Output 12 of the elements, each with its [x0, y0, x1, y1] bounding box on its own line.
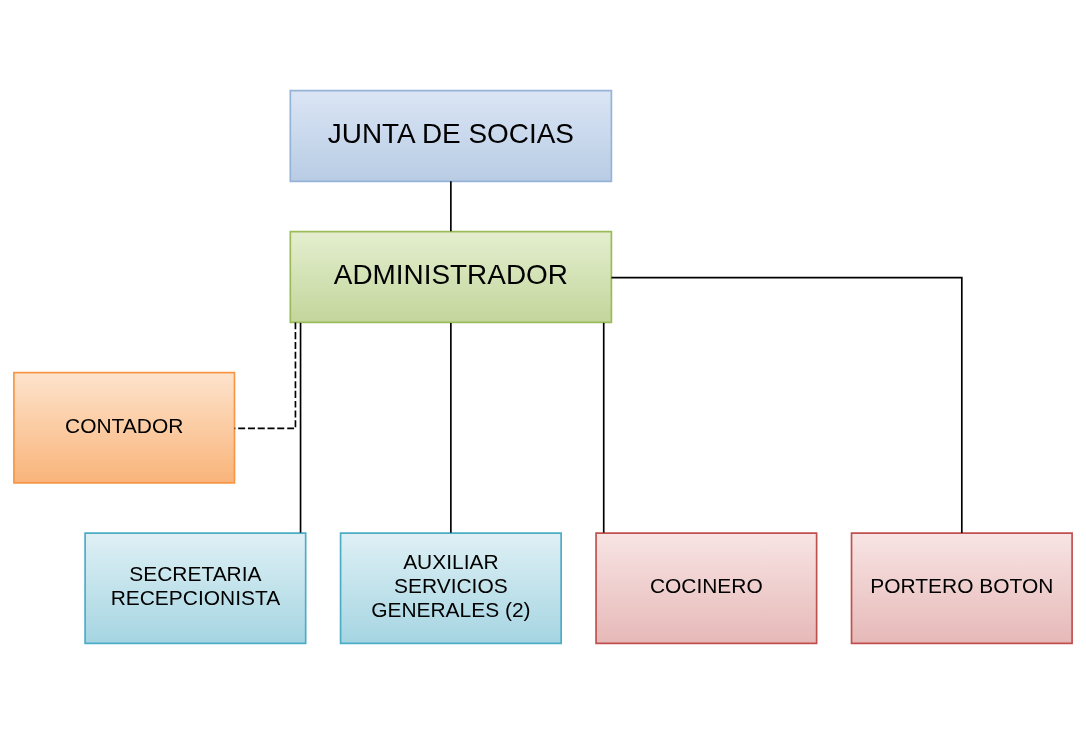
node-box: SECRETARIA RECEPCIONISTA [84, 532, 307, 645]
node-box: CONTADOR [13, 371, 236, 484]
connector [610, 276, 963, 534]
node-box: JUNTA DE SOCIAS [289, 89, 613, 183]
node-box: PORTERO BOTON [850, 532, 1073, 645]
node-box: COCINERO [595, 532, 818, 645]
node-box: AUXILIAR SERVICIOS GENERALES (2) [339, 532, 562, 645]
connector [602, 322, 605, 534]
connector [299, 322, 302, 534]
node-box: ADMINISTRADOR [289, 230, 613, 324]
connector [450, 180, 452, 232]
connector [450, 322, 452, 534]
